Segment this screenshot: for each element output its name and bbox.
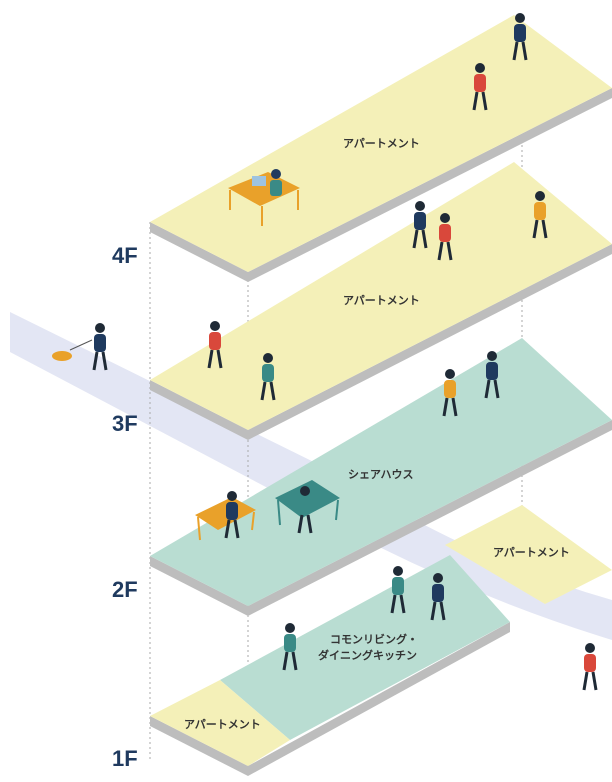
person-icon bbox=[442, 369, 458, 417]
person-icon bbox=[390, 566, 406, 614]
zone-apartment-1f: アパートメント bbox=[184, 718, 261, 731]
person-icon bbox=[224, 491, 240, 539]
zone-common-living-2: ダイニングキッチン bbox=[318, 648, 417, 662]
person-icon bbox=[92, 323, 108, 371]
slab-2f-apartment bbox=[445, 505, 612, 604]
floor-label-3f: 3F bbox=[112, 411, 138, 436]
slab-3f bbox=[150, 338, 612, 616]
person-icon bbox=[430, 573, 446, 621]
slab-top bbox=[150, 15, 612, 282]
person-icon bbox=[437, 213, 453, 261]
person-icon bbox=[207, 321, 223, 369]
person-icon bbox=[297, 486, 313, 534]
slab-4f bbox=[150, 162, 612, 440]
floor-label-2f: 2F bbox=[112, 577, 138, 602]
person-icon bbox=[472, 63, 488, 111]
person-icon bbox=[282, 623, 298, 671]
floor-label-1f: 1F bbox=[112, 746, 138, 771]
person-icon bbox=[582, 643, 598, 691]
zone-share-house: シェアハウス bbox=[348, 468, 414, 481]
zone-apartment-top: アパートメント bbox=[343, 137, 420, 150]
dog-walker-icon bbox=[52, 339, 93, 361]
person-icon bbox=[260, 353, 276, 401]
zone-apartment-2f-right: アパートメント bbox=[493, 546, 570, 559]
person-icon bbox=[412, 201, 428, 249]
people-group bbox=[52, 13, 598, 691]
desk-icon bbox=[228, 169, 300, 226]
zone-common-living-1: コモンリビング・ bbox=[330, 632, 418, 646]
floor-label-4f: 4F bbox=[112, 243, 138, 268]
person-icon bbox=[532, 191, 548, 239]
zone-apartment-4f: アパートメント bbox=[343, 294, 420, 307]
person-icon bbox=[484, 351, 500, 399]
person-icon bbox=[512, 13, 528, 61]
